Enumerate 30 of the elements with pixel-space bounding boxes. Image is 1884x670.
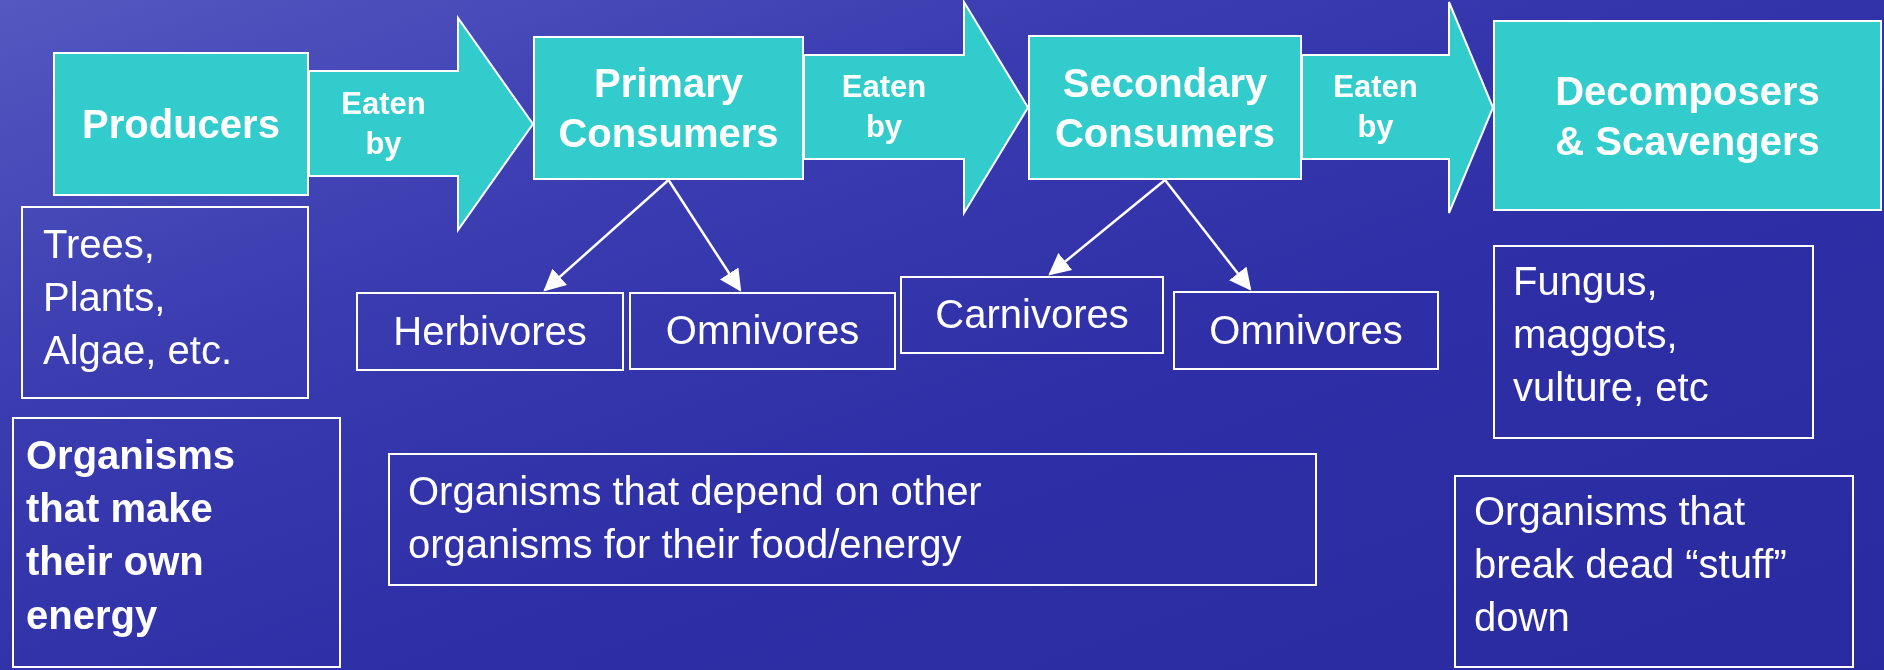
- text-box: [629, 292, 896, 370]
- arrow: [1048, 179, 1166, 276]
- description-text: Fungus, maggots, vulture, etc: [1513, 258, 1710, 412]
- text-box: [356, 292, 624, 371]
- stage-box: [1028, 35, 1302, 180]
- stage-label: Decomposers & Scavengers: [1554, 67, 1821, 165]
- stage-box: [1493, 20, 1882, 211]
- text-box: [900, 276, 1164, 354]
- description-text: Carnivores: [935, 291, 1129, 339]
- text-box: [21, 206, 309, 399]
- description-text: Omnivores: [1209, 306, 1403, 354]
- arrow: [667, 179, 742, 292]
- arrow: [1164, 179, 1252, 291]
- description-text: Organisms that make their own energy: [26, 432, 236, 639]
- stage-label: Secondary Consumers: [1053, 59, 1277, 157]
- text-box: [1493, 245, 1814, 439]
- stage-label: Primary Consumers: [557, 60, 780, 157]
- description-text: Organisms that break dead “stuff” down: [1474, 488, 1788, 642]
- stage-label: Producers: [82, 101, 280, 148]
- stage-box: [53, 52, 309, 196]
- text-box: [1454, 475, 1854, 668]
- text-box: [12, 417, 341, 668]
- description-text: Omnivores: [665, 307, 860, 355]
- description-text: Trees, Plants, Algae, etc.: [43, 221, 233, 375]
- description-text: Organisms that depend on other organisms for their food/energy: [408, 468, 983, 569]
- arrow: [543, 179, 670, 292]
- description-text: Herbivores: [393, 307, 587, 355]
- text-box: [388, 453, 1317, 586]
- text-box: [1173, 291, 1439, 370]
- stage-box: [533, 36, 804, 180]
